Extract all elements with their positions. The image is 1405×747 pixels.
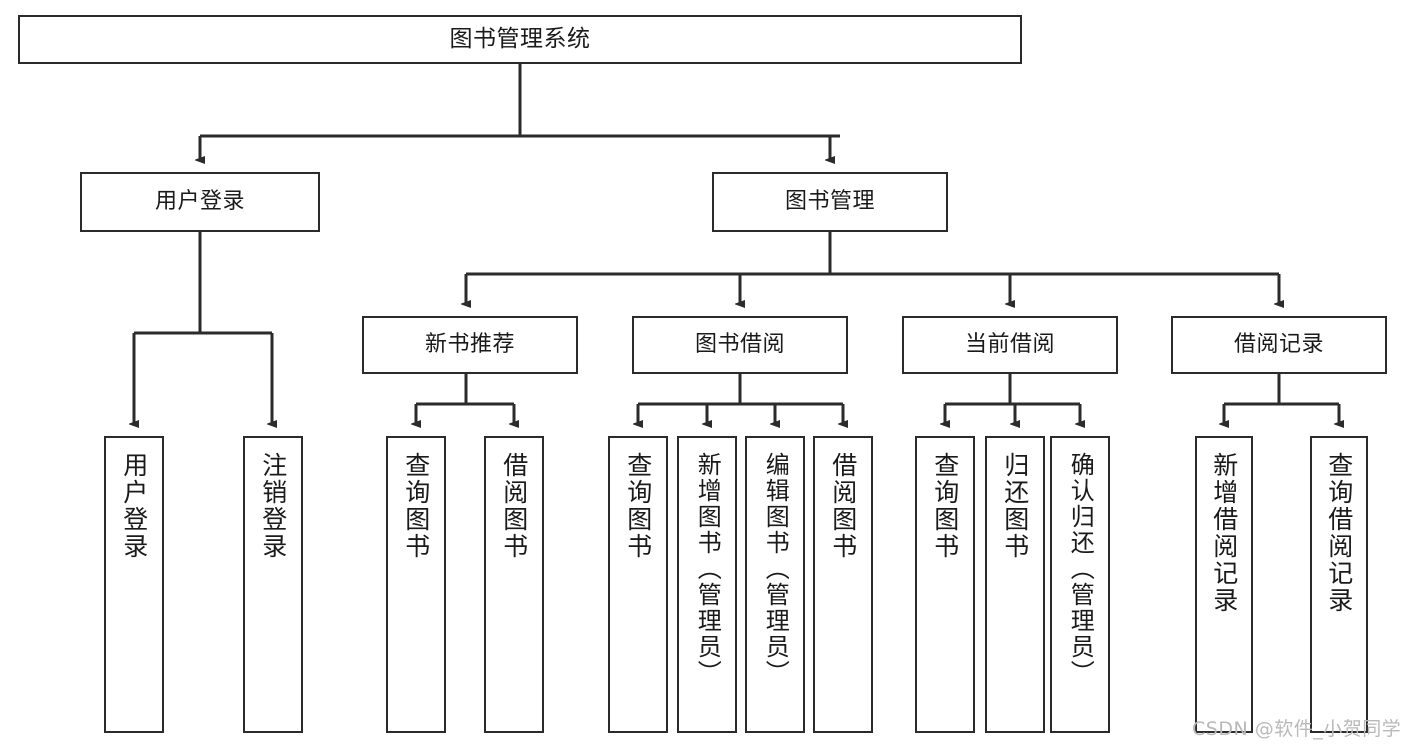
node-leaf-query-record-label: 查询借阅记录: [1324, 452, 1354, 614]
node-leaf-query-book-3[interactable]: 查询图书: [915, 436, 975, 733]
node-leaf-return-book[interactable]: 归还图书: [985, 436, 1045, 733]
node-leaf-query-book-2-label: 查询图书: [623, 452, 653, 560]
node-user-login-label: 用户登录: [154, 189, 245, 215]
node-leaf-user-login[interactable]: 用户登录: [104, 436, 164, 733]
node-book-borrow[interactable]: 图书借阅: [632, 316, 848, 374]
node-leaf-borrow-book-2-label: 借阅图书: [828, 452, 858, 560]
node-leaf-logout-login-label: 注销登录: [258, 452, 288, 560]
node-borrow-record-label: 借阅记录: [1233, 332, 1324, 358]
node-leaf-query-book-1-label: 查询图书: [401, 452, 431, 560]
node-root-system-label: 图书管理系统: [449, 25, 591, 52]
node-leaf-query-book-3-label: 查询图书: [930, 452, 960, 560]
node-root-system[interactable]: 图书管理系统: [18, 15, 1022, 64]
node-leaf-add-book[interactable]: 新增图书（管理员）: [677, 436, 737, 733]
node-leaf-edit-book[interactable]: 编辑图书（管理员）: [745, 436, 805, 733]
node-user-login[interactable]: 用户登录: [80, 172, 320, 232]
node-leaf-logout-login[interactable]: 注销登录: [243, 436, 303, 733]
node-leaf-query-book-2[interactable]: 查询图书: [608, 436, 668, 733]
node-leaf-borrow-book-2[interactable]: 借阅图书: [813, 436, 873, 733]
node-leaf-add-record[interactable]: 新增借阅记录: [1195, 436, 1253, 733]
node-leaf-query-record[interactable]: 查询借阅记录: [1310, 436, 1368, 733]
node-leaf-add-record-label: 新增借阅记录: [1209, 452, 1239, 614]
node-current-borrow[interactable]: 当前借阅: [902, 316, 1118, 374]
node-current-borrow-label: 当前借阅: [964, 332, 1055, 358]
node-leaf-query-book-1[interactable]: 查询图书: [386, 436, 446, 733]
node-leaf-user-login-label: 用户登录: [119, 452, 149, 560]
node-new-book-recommend-label: 新书推荐: [424, 332, 515, 358]
node-book-management[interactable]: 图书管理: [712, 172, 948, 232]
node-book-management-label: 图书管理: [784, 189, 875, 215]
node-leaf-confirm-return[interactable]: 确认归还（管理员）: [1050, 436, 1110, 733]
node-new-book-recommend[interactable]: 新书推荐: [362, 316, 578, 374]
watermark-text: CSDN @软件_小贺同学: [1192, 718, 1402, 740]
node-borrow-record[interactable]: 借阅记录: [1171, 316, 1387, 374]
node-leaf-return-book-label: 归还图书: [1000, 452, 1030, 560]
node-leaf-add-book-label: 新增图书（管理员）: [693, 452, 722, 686]
node-book-borrow-label: 图书借阅: [694, 332, 785, 358]
node-leaf-borrow-book-1[interactable]: 借阅图书: [484, 436, 544, 733]
node-leaf-confirm-return-label: 确认归还（管理员）: [1066, 452, 1095, 686]
node-leaf-edit-book-label: 编辑图书（管理员）: [761, 452, 790, 686]
node-leaf-borrow-book-1-label: 借阅图书: [499, 452, 529, 560]
